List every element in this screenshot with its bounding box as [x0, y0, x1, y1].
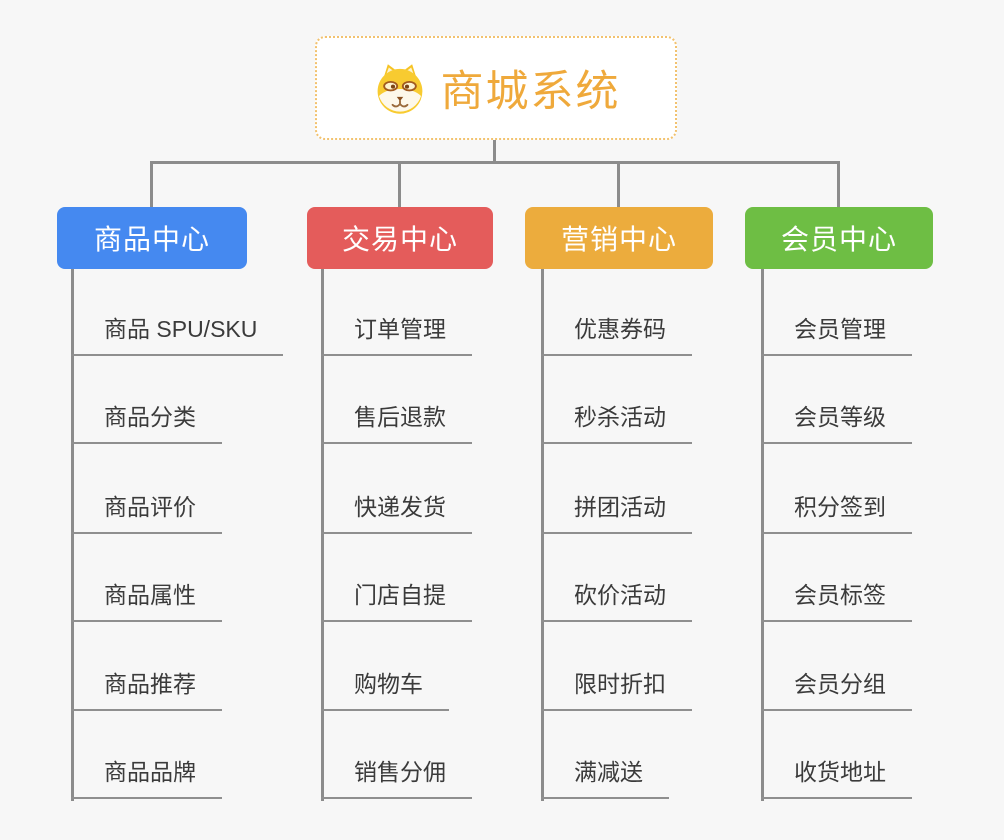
leaf-node[interactable]: 商品 SPU/SKU — [71, 312, 284, 356]
leaf-node[interactable]: 限时折扣 — [541, 667, 692, 711]
leaf-node[interactable]: 门店自提 — [321, 578, 472, 622]
connector-trunk-branch-3 — [761, 269, 764, 801]
connector-trunk-branch-0 — [71, 269, 74, 801]
connector-drop-branch-0 — [150, 161, 153, 207]
leaf-node[interactable]: 售后退款 — [321, 400, 472, 444]
connector-root-stem — [493, 140, 496, 163]
connector-bus — [150, 161, 840, 164]
leaf-node[interactable]: 秒杀活动 — [541, 400, 692, 444]
leaf-node[interactable]: 购物车 — [321, 667, 449, 711]
root-node[interactable]: 商城系统 — [315, 36, 677, 140]
leaf-node[interactable]: 订单管理 — [321, 312, 472, 356]
leaf-node[interactable]: 拼团活动 — [541, 490, 692, 534]
branch-box-marketing-center[interactable]: 营销中心 — [525, 207, 713, 269]
branch-box-product-center[interactable]: 商品中心 — [57, 207, 247, 269]
leaf-node[interactable]: 会员分组 — [761, 667, 912, 711]
leaf-node[interactable]: 销售分佣 — [321, 755, 472, 799]
connector-drop-branch-2 — [617, 161, 620, 207]
leaf-node[interactable]: 会员管理 — [761, 312, 912, 356]
leaf-node[interactable]: 商品属性 — [71, 578, 222, 622]
leaf-node[interactable]: 快递发货 — [321, 490, 472, 534]
leaf-node[interactable]: 满减送 — [541, 755, 669, 799]
connector-drop-branch-1 — [398, 161, 401, 207]
connector-trunk-branch-1 — [321, 269, 324, 801]
connector-drop-branch-3 — [837, 161, 840, 207]
leaf-node[interactable]: 优惠券码 — [541, 312, 692, 356]
leaf-node[interactable]: 会员标签 — [761, 578, 912, 622]
leaf-node[interactable]: 收货地址 — [761, 755, 912, 799]
connector-trunk-branch-2 — [541, 269, 544, 801]
leaf-node[interactable]: 会员等级 — [761, 400, 912, 444]
leaf-node[interactable]: 砍价活动 — [541, 578, 692, 622]
leaf-node[interactable]: 商品品牌 — [71, 755, 222, 799]
root-title: 商城系统 — [440, 68, 621, 116]
branch-box-trade-center[interactable]: 交易中心 — [307, 207, 493, 269]
leaf-node[interactable]: 积分签到 — [761, 490, 912, 534]
branch-box-member-center[interactable]: 会员中心 — [745, 207, 933, 269]
shiba-dog-icon — [377, 63, 422, 114]
leaf-node[interactable]: 商品分类 — [71, 400, 222, 444]
leaf-node[interactable]: 商品评价 — [71, 490, 222, 534]
leaf-node[interactable]: 商品推荐 — [71, 667, 222, 711]
